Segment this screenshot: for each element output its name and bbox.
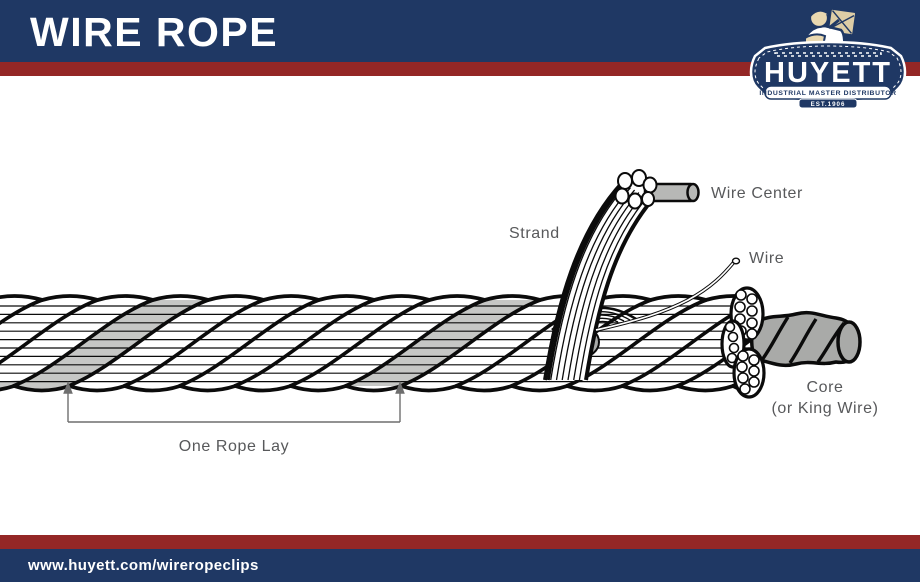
core-illustration bbox=[750, 310, 862, 368]
huyett-logo: HUYETT INDUSTRIAL MASTER DISTRIBUTOR EST… bbox=[749, 7, 907, 108]
footer-url: www.huyett.com/wireropeclips bbox=[28, 557, 259, 574]
strand-end-cross-section bbox=[614, 169, 658, 210]
label-core-line1: Core bbox=[806, 379, 844, 396]
label-core: Core (or King Wire) bbox=[764, 377, 886, 419]
rope-illustration bbox=[0, 294, 755, 393]
footer-red-stripe bbox=[0, 535, 920, 549]
label-wire: Wire bbox=[749, 250, 785, 267]
label-strand: Strand bbox=[509, 225, 560, 242]
logo-brand: HUYETT bbox=[764, 57, 892, 89]
logo-established: EST.1906 bbox=[811, 101, 846, 108]
logo-medallion: HUYETT INDUSTRIAL MASTER DISTRIBUTOR EST… bbox=[749, 40, 907, 108]
label-wire-center: Wire Center bbox=[711, 185, 803, 202]
page-title: WIRE ROPE bbox=[30, 9, 279, 55]
lifted-strand bbox=[543, 181, 654, 381]
footer-bar bbox=[0, 549, 920, 582]
rope-lay-bracket bbox=[63, 381, 405, 423]
rope-end-cross-section bbox=[720, 286, 766, 399]
label-core-line2: (or King Wire) bbox=[771, 400, 879, 417]
header-red-stripe bbox=[0, 62, 920, 76]
logo-tagline: INDUSTRIAL MASTER DISTRIBUTOR bbox=[759, 90, 896, 97]
wire-line bbox=[595, 257, 741, 332]
label-one-rope-lay: One Rope Lay bbox=[178, 438, 290, 455]
